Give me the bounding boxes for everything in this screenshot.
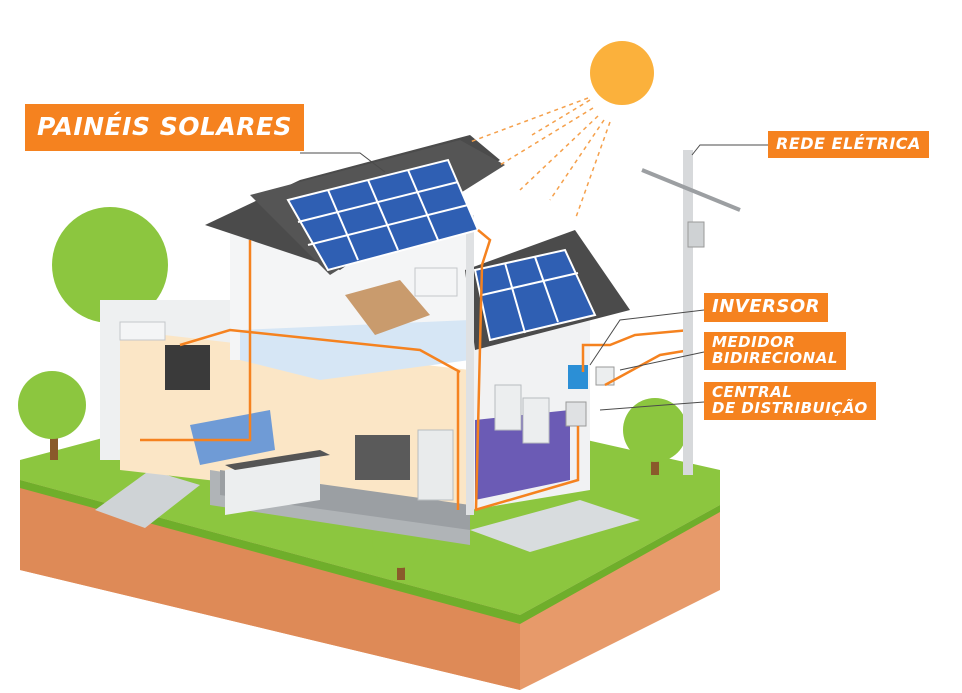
label-bidirectional-meter: MEDIDOR BIDIRECIONAL xyxy=(704,332,846,370)
tree-icon xyxy=(18,371,86,460)
label-meter-line2: BIDIRECIONAL xyxy=(712,348,838,367)
label-meter-line1: MEDIDOR xyxy=(712,333,796,351)
air-conditioner-icon xyxy=(119,267,458,341)
leader-lines xyxy=(300,144,768,411)
bed-icon xyxy=(345,280,430,335)
label-grid-text: REDE ELÉTRICA xyxy=(776,134,921,153)
label-grid: REDE ELÉTRICA xyxy=(768,131,929,158)
label-distribution-line1: CENTRAL xyxy=(712,383,793,401)
kitchen-counter xyxy=(225,450,330,515)
label-solar-panels: PAINÉIS SOLARES xyxy=(25,104,305,152)
tree-icon xyxy=(52,207,168,323)
label-inverter: INVERSOR xyxy=(704,293,828,322)
tv-icon xyxy=(165,345,210,390)
sun-icon xyxy=(590,41,654,105)
sun-rays xyxy=(469,97,611,221)
stove-icon xyxy=(355,435,410,480)
distribution-box xyxy=(565,401,587,427)
sofa-icon xyxy=(190,410,275,465)
label-solar-panels-text: PAINÉIS SOLARES xyxy=(37,112,293,141)
solar-panel-side xyxy=(473,248,597,342)
label-distribution-line2: DE DISTRIBUIÇÃO xyxy=(712,398,868,417)
washing-machine-icon xyxy=(494,384,550,444)
label-inverter-text: INVERSOR xyxy=(712,296,820,317)
utility-pole-icon xyxy=(641,150,741,475)
fridge-icon xyxy=(417,429,454,501)
label-distribution-center: CENTRAL DE DISTRIBUIÇÃO xyxy=(704,382,876,420)
inverter-device xyxy=(568,365,588,389)
tree-icon xyxy=(623,398,687,475)
wiring xyxy=(140,229,691,512)
